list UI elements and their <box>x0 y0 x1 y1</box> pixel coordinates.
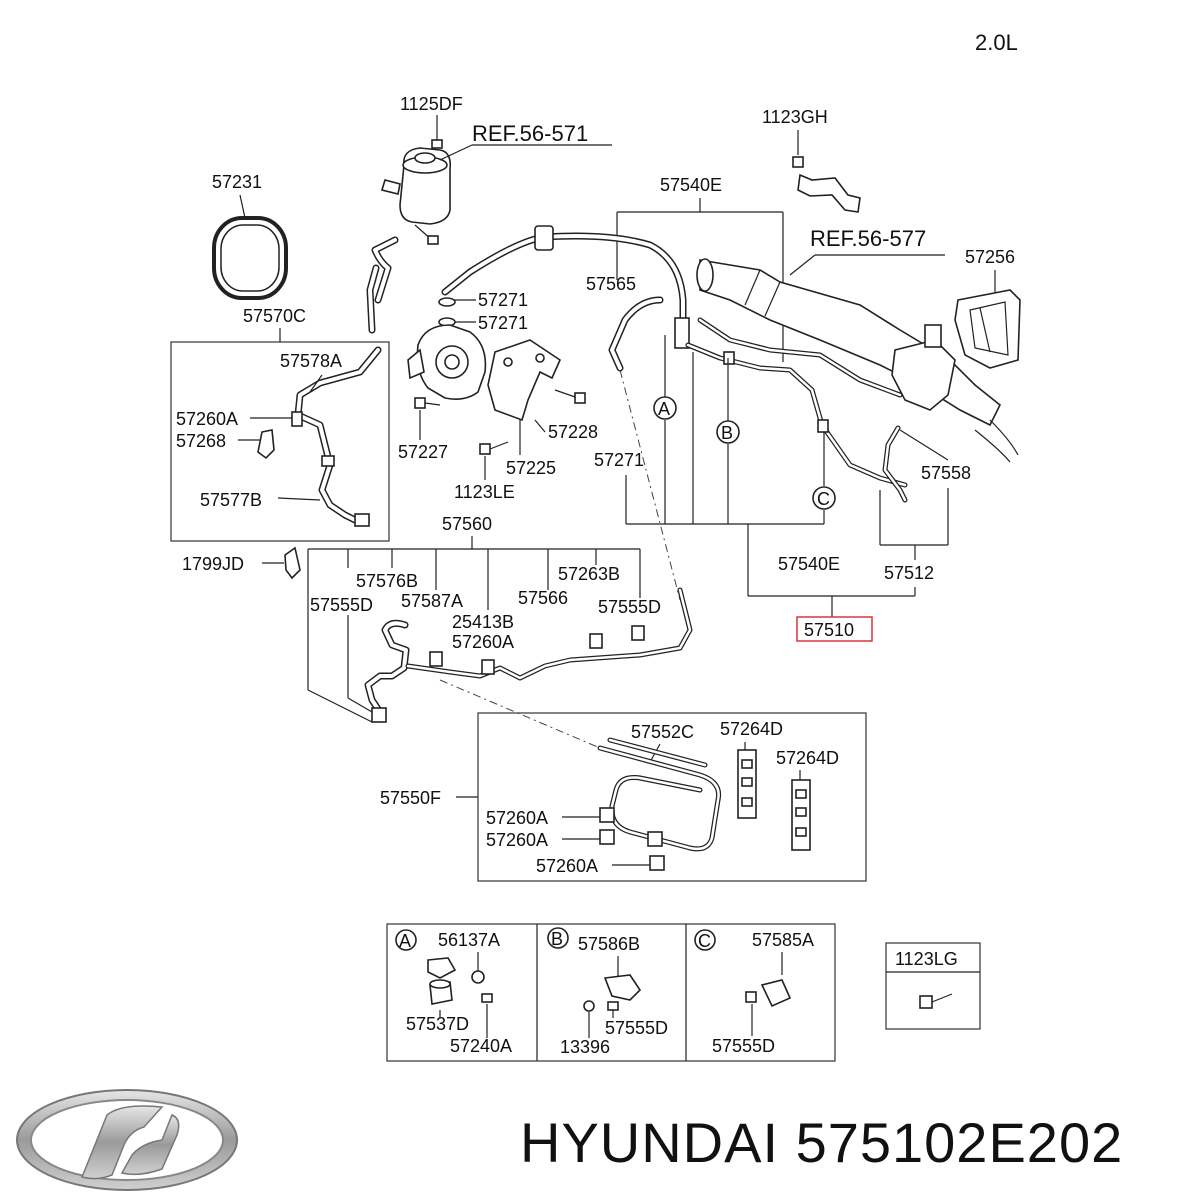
label-57268[interactable]: 57268 <box>176 431 226 451</box>
label-57570c[interactable]: 57570C <box>243 306 306 326</box>
label-57560[interactable]: 57560 <box>442 514 492 534</box>
label-57260a-b[interactable]: 57260A <box>452 632 514 652</box>
label-57565[interactable]: 57565 <box>586 274 636 294</box>
label-57264d-a[interactable]: 57264D <box>720 719 783 739</box>
marker-b[interactable]: B <box>716 420 740 444</box>
label-57540e-top[interactable]: 57540E <box>660 175 722 195</box>
clip-1799jd-icon <box>284 546 301 580</box>
label-1123le[interactable]: 1123LE <box>454 482 515 502</box>
svg-text:C: C <box>817 489 830 509</box>
detail-b-parts-icon <box>583 974 642 1012</box>
svg-text:C: C <box>698 931 711 951</box>
ring-57231-icon <box>212 216 288 300</box>
detail-b-label-3[interactable]: 57555D <box>605 1018 668 1038</box>
highlight-box-57510 <box>796 616 873 642</box>
detail-c-parts-icon <box>745 979 792 1008</box>
detail-boxes <box>386 923 836 1062</box>
label-57227[interactable]: 57227 <box>398 442 448 462</box>
detail-a-label-3[interactable]: 57240A <box>450 1036 512 1056</box>
clip-57268-icon <box>257 429 275 460</box>
label-57271-c[interactable]: 57271 <box>594 450 644 470</box>
label-57271-a[interactable]: 57271 <box>478 290 528 310</box>
detail-c-marker: C <box>694 929 716 951</box>
detail-a-label-2[interactable]: 57537D <box>406 1014 469 1034</box>
detail-a-label-1[interactable]: 56137A <box>438 930 500 950</box>
label-57228[interactable]: 57228 <box>548 422 598 442</box>
marker-a[interactable]: A <box>653 396 677 420</box>
ref-56-571[interactable]: REF.56-571 <box>472 121 588 146</box>
bolt-57228-icon <box>554 389 586 404</box>
label-57256[interactable]: 57256 <box>965 247 1015 267</box>
detail-bolt-label[interactable]: 1123LG <box>895 949 958 969</box>
label-57577b[interactable]: 57577B <box>200 490 262 510</box>
marker-c[interactable]: C <box>812 486 836 510</box>
footer-brand-title: HYUNDAI 575102E202 <box>520 1111 1124 1174</box>
bolt-57227-icon <box>414 397 441 409</box>
svg-text:B: B <box>551 929 563 949</box>
detail-c-label-1[interactable]: 57585A <box>752 930 814 950</box>
bolt-1123lg-box <box>885 942 981 1030</box>
label-57558[interactable]: 57558 <box>921 463 971 483</box>
engine-label: 2.0L <box>975 30 1018 55</box>
bolt-1123le-icon <box>479 441 509 455</box>
label-25413b[interactable]: 25413B <box>452 612 514 632</box>
boot-57256-icon <box>954 289 1021 369</box>
label-57540e-bottom[interactable]: 57540E <box>778 554 840 574</box>
label-57578a[interactable]: 57578A <box>280 351 342 371</box>
reservoir-icon <box>380 147 452 245</box>
label-57231[interactable]: 57231 <box>212 172 262 192</box>
bracket-57264d-b-icon <box>791 779 811 851</box>
pump-icon <box>407 324 487 400</box>
label-1125df[interactable]: 1125DF <box>400 94 463 114</box>
bracket-57264d-a-icon <box>737 749 757 819</box>
svg-text:A: A <box>658 399 670 419</box>
ref-56-577[interactable]: REF.56-577 <box>810 226 926 251</box>
bracket-1123gh-icon <box>792 156 861 213</box>
label-57555d-a[interactable]: 57555D <box>310 595 373 615</box>
pump-bracket-icon <box>487 339 562 422</box>
label-57260a-c[interactable]: 57260A <box>486 808 548 828</box>
label-1123gh[interactable]: 1123GH <box>762 107 828 127</box>
label-57566[interactable]: 57566 <box>518 588 568 608</box>
detail-a-parts-icon <box>427 957 493 1005</box>
label-57260a-d[interactable]: 57260A <box>486 830 548 850</box>
detail-b-label-2[interactable]: 13396 <box>560 1037 610 1057</box>
steering-gear-icon <box>696 258 1019 463</box>
svg-text:A: A <box>399 931 411 951</box>
label-57260a-a[interactable]: 57260A <box>176 409 238 429</box>
label-57512[interactable]: 57512 <box>884 563 934 583</box>
bolt-1125df-icon <box>431 135 443 149</box>
bolt-1123lg-icon <box>919 993 953 1009</box>
hyundai-logo-icon <box>16 1089 238 1191</box>
group-57570c-box <box>170 341 390 542</box>
label-57587a[interactable]: 57587A <box>401 591 463 611</box>
label-57550f[interactable]: 57550F <box>380 788 441 808</box>
label-57263b[interactable]: 57263B <box>558 564 620 584</box>
label-57552c[interactable]: 57552C <box>631 722 694 742</box>
label-1799jd[interactable]: 1799JD <box>182 554 244 574</box>
detail-b-marker: B <box>547 927 569 949</box>
label-57510[interactable]: 57510 <box>804 620 854 640</box>
detail-b-label-1[interactable]: 57586B <box>578 934 640 954</box>
detail-c-label-2[interactable]: 57555D <box>712 1036 775 1056</box>
label-57576b[interactable]: 57576B <box>356 571 418 591</box>
label-57555d-b[interactable]: 57555D <box>598 597 661 617</box>
label-57260a-e[interactable]: 57260A <box>536 856 598 876</box>
svg-text:B: B <box>721 423 733 443</box>
detail-a-marker: A <box>395 929 417 951</box>
label-57225[interactable]: 57225 <box>506 458 556 478</box>
label-57264d-b[interactable]: 57264D <box>776 748 839 768</box>
label-57271-b[interactable]: 57271 <box>478 313 528 333</box>
